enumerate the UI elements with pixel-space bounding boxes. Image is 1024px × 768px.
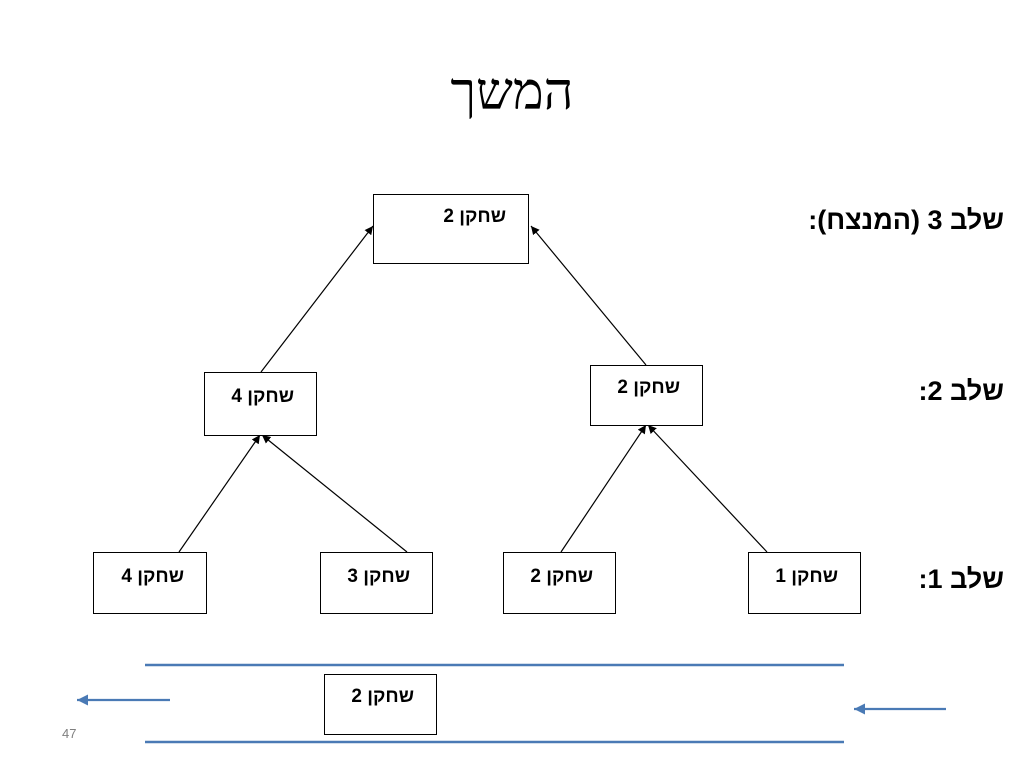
arrow-r1a-to-semi-left (178, 434, 261, 553)
semi-left-box: שחקן 4 (204, 372, 317, 436)
round1-box-d: שחקן 1 (748, 552, 861, 614)
arrow-r1b-to-semi-left (261, 434, 408, 553)
round1-label-b: שחקן 3 (347, 566, 410, 587)
round1-box-b: שחקן 3 (320, 552, 433, 614)
stage-1-label: שלב 1: (918, 564, 1004, 594)
page-number: 47 (62, 726, 77, 741)
semi-right-label: שחקן 2 (617, 377, 680, 398)
final-winner-label: שחקן 2 (443, 206, 506, 227)
round1-label-a: שחקן 4 (121, 566, 184, 587)
final-winner-box: שחקן 2 (373, 194, 529, 264)
bottom-player-label: שחקן 2 (351, 686, 414, 707)
arrow-r1c-to-semi-right (560, 424, 647, 553)
stage-2-label: שלב 2: (918, 376, 1004, 406)
arrow-semi-left-to-final (260, 225, 374, 373)
semi-right-box: שחקן 2 (590, 365, 703, 426)
arrow-r1d-to-semi-right (647, 424, 768, 553)
stage-3-label: שלב 3 (המנצח): (808, 205, 1004, 235)
arrow-semi-right-to-final (530, 225, 647, 366)
round1-box-a: שחקן 4 (93, 552, 207, 614)
round1-label-c: שחקן 2 (530, 566, 593, 587)
round1-box-c: שחקן 2 (503, 552, 616, 614)
semi-left-label: שחקן 4 (231, 386, 294, 407)
bottom-player-box: שחקן 2 (324, 674, 437, 735)
round1-label-d: שחקן 1 (775, 566, 838, 587)
slide-title: המשך (450, 64, 574, 121)
